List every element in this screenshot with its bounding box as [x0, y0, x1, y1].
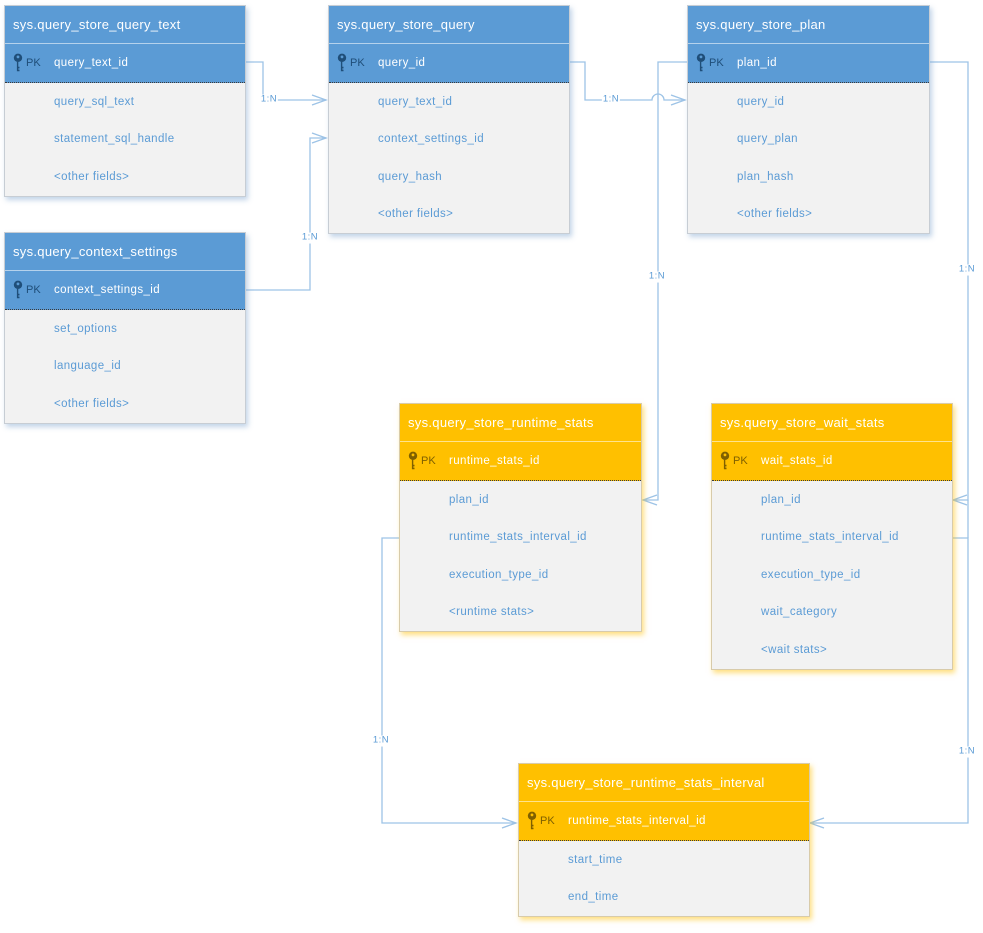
field-row: start_time: [568, 853, 623, 866]
pk-tag: PK: [421, 455, 436, 467]
pk-field-name: wait_stats_id: [761, 455, 833, 467]
field-row: query_text_id: [378, 95, 453, 108]
primary-key-row: PK plan_id: [688, 44, 929, 83]
pk-tag: PK: [709, 57, 724, 69]
cardinality-label: 1:N: [259, 93, 279, 106]
pk-field-name: runtime_stats_id: [449, 455, 540, 467]
pk-tag: PK: [733, 455, 748, 467]
field-row: set_options: [54, 322, 118, 335]
key-icon-wrap: [695, 53, 707, 73]
field-row: <wait stats>: [761, 643, 828, 656]
field-row: <other fields>: [737, 208, 813, 221]
pk-tag: PK: [350, 57, 365, 69]
entity-title: sys.query_store_wait_stats: [712, 404, 952, 442]
primary-key-icon: [696, 53, 706, 72]
field-row: execution_type_id: [761, 568, 861, 581]
pk-field-name: runtime_stats_interval_id: [568, 815, 706, 827]
primary-key-row: PK wait_stats_id: [712, 442, 952, 481]
primary-key-row: PK query_text_id: [5, 44, 245, 83]
pk-field-name: query_id: [378, 57, 426, 69]
cardinality-label: 1:N: [300, 231, 320, 244]
key-icon-wrap: [12, 280, 24, 300]
entity-title: sys.query_store_plan: [688, 6, 929, 44]
field-row: plan_id: [761, 493, 801, 506]
field-row: <other fields>: [54, 397, 130, 410]
primary-key-row: PK runtime_stats_interval_id: [519, 802, 809, 841]
primary-key-icon: [527, 811, 537, 830]
pk-tag: PK: [26, 57, 41, 69]
field-row: query_plan: [737, 133, 798, 146]
cardinality-label: 1:N: [371, 734, 391, 747]
arrowhead-context-settings-to-query: [311, 132, 328, 144]
arrowhead-runtime-stats-to-interval: [501, 817, 518, 829]
entity-title: sys.query_store_query: [329, 6, 569, 44]
field-row: wait_category: [761, 606, 838, 619]
field-row: query_sql_text: [54, 95, 135, 108]
primary-key-row: PK query_id: [329, 44, 569, 83]
primary-key-icon: [408, 451, 418, 470]
field-row: query_id: [737, 95, 785, 108]
arrowhead-query-text-to-query: [311, 94, 328, 106]
primary-key-icon: [337, 53, 347, 72]
primary-key-row: PK runtime_stats_id: [400, 442, 641, 481]
key-icon-wrap: [407, 451, 419, 471]
field-row: <other fields>: [378, 208, 454, 221]
connector-query-to-plan: [568, 61, 685, 101]
pk-tag: PK: [540, 815, 555, 827]
entity-title: sys.query_store_query_text: [5, 6, 245, 44]
cardinality-label: 1:N: [957, 263, 977, 276]
key-icon-wrap: [12, 53, 24, 73]
cardinality-label: 1:N: [601, 93, 621, 106]
primary-key-row: PK context_settings_id: [5, 271, 245, 310]
field-row: statement_sql_handle: [54, 133, 175, 146]
field-row: context_settings_id: [378, 133, 485, 146]
key-icon-wrap: [719, 451, 731, 471]
key-icon-wrap: [526, 811, 538, 831]
arrowhead-wait-stats-to-interval: [808, 817, 825, 829]
entity-title: sys.query_store_runtime_stats: [400, 404, 641, 442]
pk-field-name: plan_id: [737, 57, 777, 69]
primary-key-icon: [720, 451, 730, 470]
cardinality-label: 1:N: [647, 270, 667, 283]
connector-query-text-to-query: [245, 61, 326, 101]
connector-runtime-stats-to-interval: [381, 537, 516, 824]
primary-key-icon: [13, 280, 23, 299]
connector-plan-to-wait-stats: [928, 61, 969, 501]
key-icon-wrap: [336, 53, 348, 73]
pk-field-name: query_text_id: [54, 57, 129, 69]
field-row: plan_hash: [737, 170, 794, 183]
field-row: language_id: [54, 360, 122, 373]
connector-context-settings-to-query: [245, 137, 326, 291]
field-row: runtime_stats_interval_id: [449, 531, 587, 544]
field-row: <runtime stats>: [449, 606, 535, 619]
arrowhead-plan-to-runtime-stats: [641, 494, 658, 506]
field-row: end_time: [568, 891, 619, 904]
field-row: <other fields>: [54, 170, 130, 183]
field-row: execution_type_id: [449, 568, 549, 581]
entity-title: sys.query_store_runtime_stats_interval: [519, 764, 809, 802]
field-row: runtime_stats_interval_id: [761, 531, 899, 544]
entity-title: sys.query_context_settings: [5, 233, 245, 271]
arrowhead-query-to-plan: [670, 94, 687, 106]
field-row: plan_id: [449, 493, 489, 506]
arrowhead-plan-to-wait-stats: [951, 494, 968, 506]
primary-key-icon: [13, 53, 23, 72]
pk-tag: PK: [26, 284, 41, 296]
connector-wait-stats-to-interval: [810, 537, 969, 824]
field-row: query_hash: [378, 170, 443, 183]
pk-field-name: context_settings_id: [54, 284, 161, 296]
cardinality-label: 1:N: [957, 745, 977, 758]
